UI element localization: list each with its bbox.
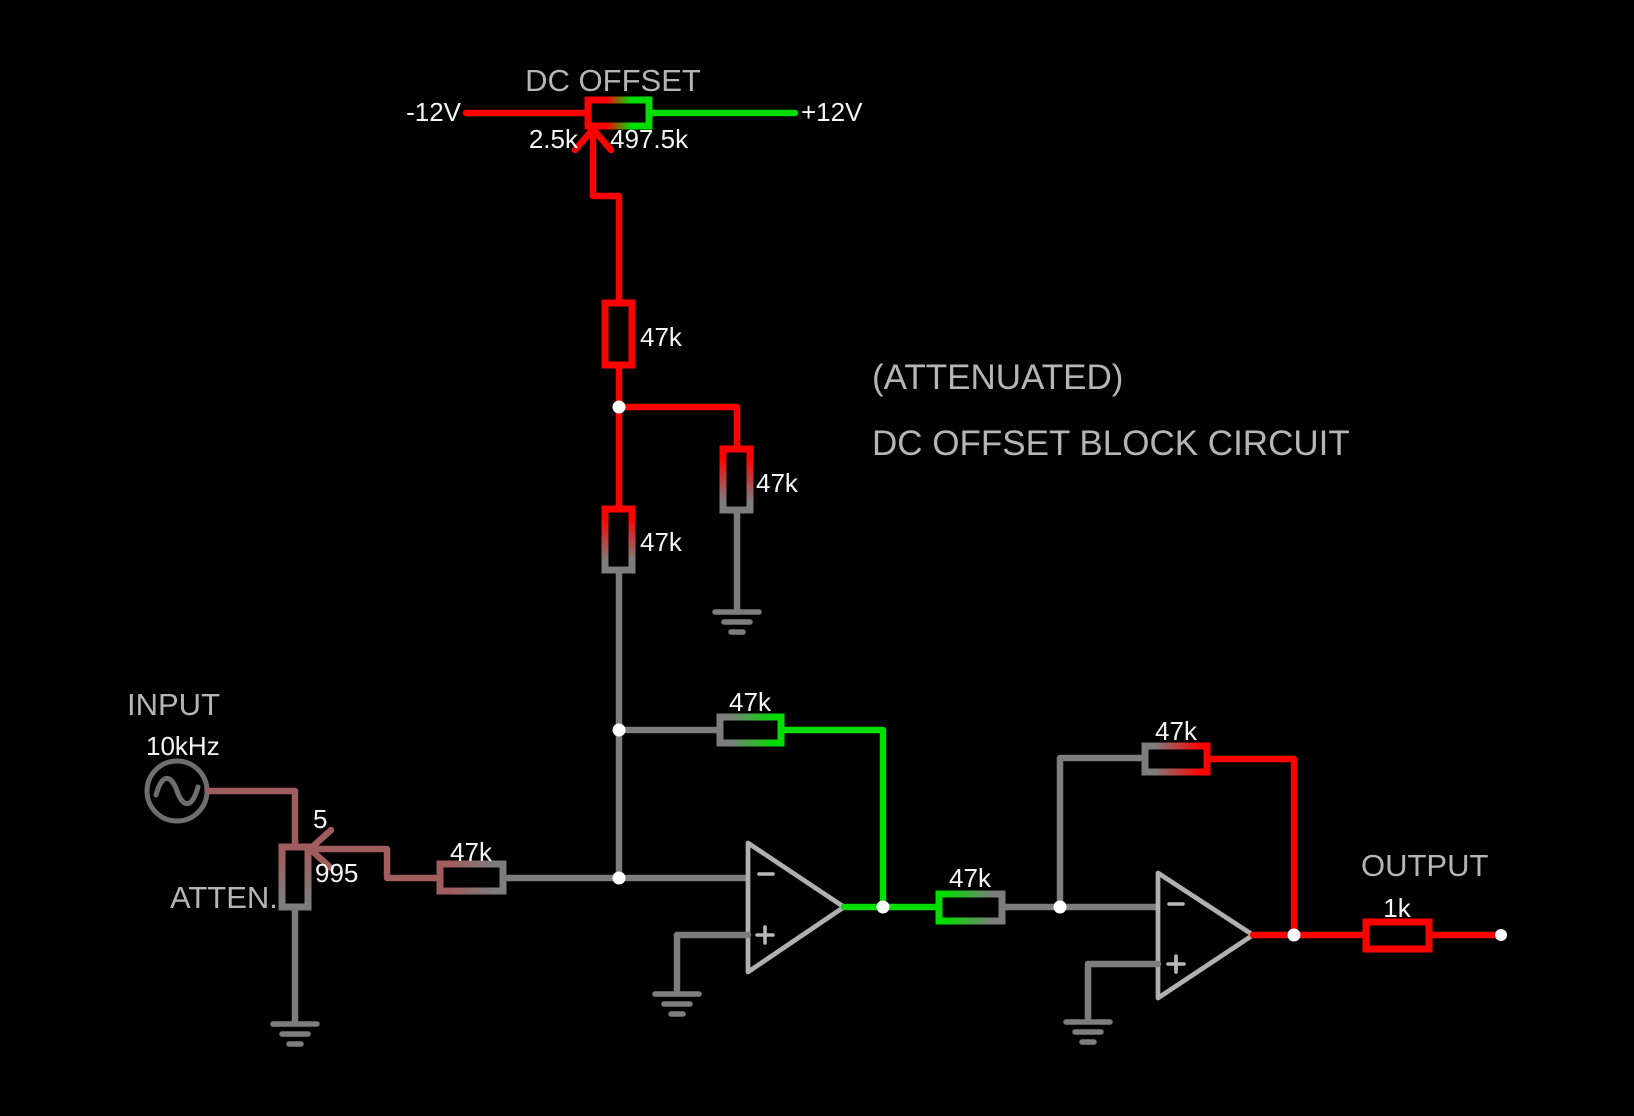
resistor-r2-value: 47k bbox=[756, 468, 799, 498]
ground-symbol-1[interactable] bbox=[712, 609, 762, 635]
ground-symbol-4[interactable] bbox=[1063, 1019, 1113, 1045]
atten-lower-value: 995 bbox=[315, 858, 358, 888]
resistor-r5[interactable] bbox=[436, 860, 507, 895]
junction-dot bbox=[612, 871, 626, 885]
pot-right-value: 497.5k bbox=[610, 124, 689, 154]
output-title: OUTPUT bbox=[1361, 848, 1489, 883]
pot-left-value: 2.5k bbox=[529, 124, 579, 154]
resistor-rout-value: 1k bbox=[1383, 893, 1411, 923]
wiper-wire[interactable] bbox=[589, 125, 623, 307]
negative-rail-label: -12V bbox=[406, 97, 462, 127]
junction-dot bbox=[612, 723, 626, 737]
wire-r7-to-op2-output[interactable] bbox=[1203, 755, 1298, 939]
resistor-r3[interactable] bbox=[601, 505, 636, 574]
output-terminal-dot[interactable] bbox=[1495, 929, 1507, 941]
noninverting-input-icon bbox=[755, 925, 775, 945]
resistor-r4-value: 47k bbox=[729, 687, 772, 717]
noninverting-input-icon bbox=[1166, 954, 1186, 974]
junction-dot bbox=[876, 900, 890, 914]
positive-rail-label: +12V bbox=[801, 97, 863, 127]
wire-r4-to-op1-output[interactable] bbox=[777, 726, 887, 912]
opamp-1[interactable] bbox=[745, 840, 847, 975]
resistor-r1[interactable] bbox=[601, 299, 636, 369]
attenuator-potentiometer[interactable] bbox=[278, 826, 444, 911]
junction-dot bbox=[612, 400, 626, 414]
resistor-r6[interactable] bbox=[935, 890, 1006, 925]
dc-offset-title: DC OFFSET bbox=[525, 63, 701, 98]
resistor-r6-value: 47k bbox=[949, 863, 992, 893]
wire-node-to-r2[interactable] bbox=[615, 403, 741, 453]
wire-node-to-r7[interactable] bbox=[1056, 754, 1149, 911]
circuit-note: DC OFFSET BLOCK CIRCUIT bbox=[872, 424, 1350, 463]
wiper-wire[interactable] bbox=[306, 845, 444, 882]
input-title: INPUT bbox=[127, 687, 220, 722]
resistor-r7[interactable] bbox=[1141, 742, 1211, 776]
dc-offset-potentiometer[interactable] bbox=[571, 96, 653, 307]
atten-upper-value: 5 bbox=[313, 804, 327, 834]
resistor-rout[interactable] bbox=[1362, 918, 1433, 953]
junction-dot bbox=[1053, 900, 1067, 914]
resistor-r3-value: 47k bbox=[640, 527, 683, 557]
ground-symbol-3[interactable] bbox=[652, 991, 702, 1017]
junction-dot bbox=[1287, 928, 1301, 942]
resistor-r5-value: 47k bbox=[450, 837, 493, 867]
resistor-r1-value: 47k bbox=[640, 322, 683, 352]
attenuator-title: ATTEN. bbox=[170, 880, 278, 915]
resistor-r7-value: 47k bbox=[1155, 716, 1198, 746]
resistor-r4[interactable] bbox=[716, 713, 785, 747]
opamp-2[interactable] bbox=[1155, 870, 1256, 1001]
sine-wave-icon bbox=[153, 775, 201, 807]
attenuated-note: (ATTENUATED) bbox=[872, 358, 1123, 397]
ground-symbol-2[interactable] bbox=[270, 1021, 320, 1047]
wire-source-to-atten[interactable] bbox=[204, 787, 299, 851]
source-frequency-label: 10kHz bbox=[146, 731, 220, 761]
resistor-r2[interactable] bbox=[719, 445, 754, 514]
